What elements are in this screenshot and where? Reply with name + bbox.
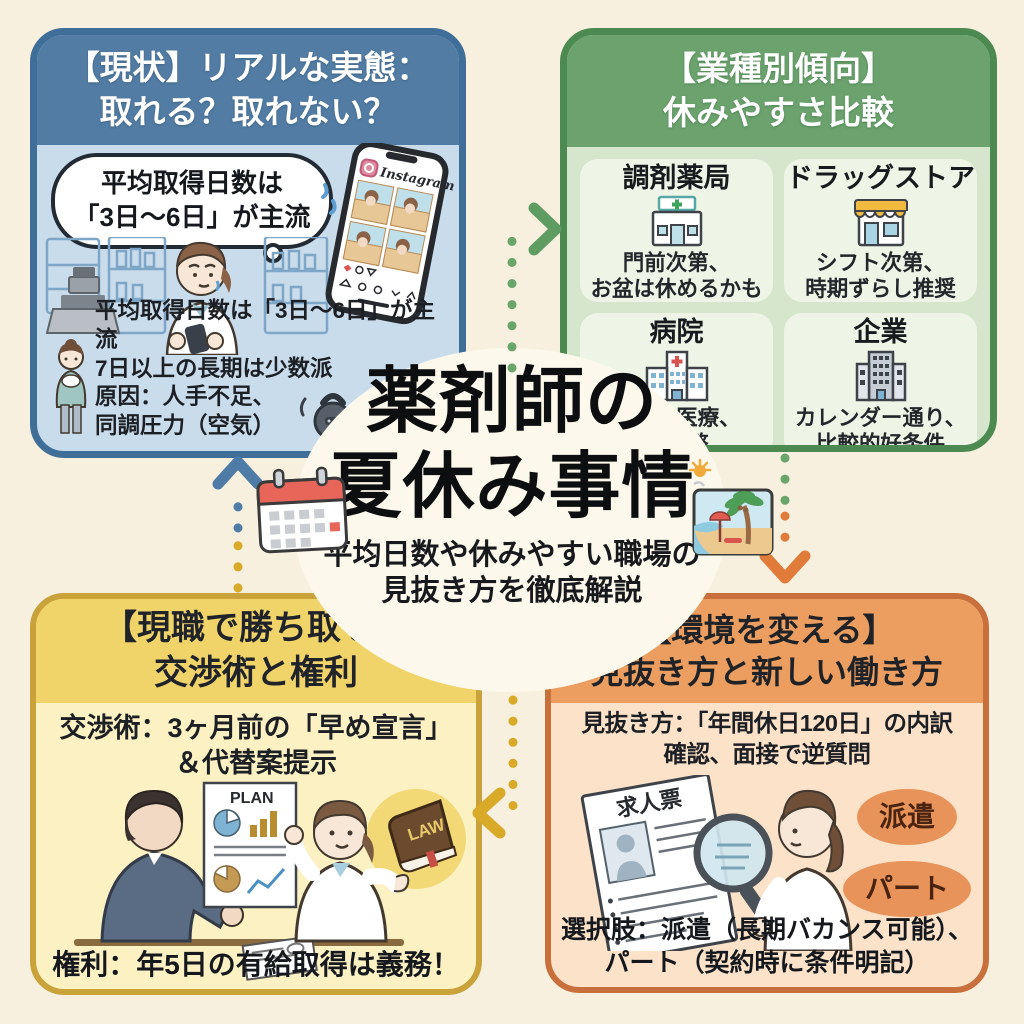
work-style-badges: 派遣 パート xyxy=(842,789,971,917)
header-line: 休みやすさ比較 xyxy=(663,94,894,131)
badge-haken: 派遣 xyxy=(856,789,957,845)
svg-text:PLAN: PLAN xyxy=(230,790,274,807)
header-line: 取れる？取れない？ xyxy=(99,93,397,130)
main-subtitle: 平均日数や休みやすい職場の 見抜き方を徹底解説 xyxy=(323,538,701,607)
pharmacist-examining-illustration xyxy=(751,789,853,951)
change-options-text: 選択肢：派遣（長期バカンス可能）、 パート（契約時に条件明記） xyxy=(560,916,973,977)
center-circle xyxy=(293,348,727,692)
center-title-block: 薬剤師の 夏休み事情 平均日数や休みやすい職場の 見抜き方を徹底解説 xyxy=(262,360,762,610)
bubble-line: 「3日〜6日」が主流 xyxy=(73,201,311,232)
arrow-to-industry xyxy=(507,202,562,373)
drugstore-icon xyxy=(853,199,908,247)
panel-industry-comparison: 【業種別傾向】 休みやすさ比較 調剤薬局 門前次第、 お盆は休めるかも xyxy=(560,28,997,452)
panel-change-body: 見抜き方：「年間休日120日」の内訳 確認、面接で逆質問 求人票 xyxy=(551,703,983,987)
industry-cell-company: 企業 カレンダー通り、 xyxy=(784,313,977,445)
header-line: 見抜き方と新しい働き方 xyxy=(590,654,943,690)
panel-current-status-body: 平均取得日数は 「3日〜6日」が主流 xyxy=(37,143,459,445)
negotiation-right-text: 権利：年5日の有給取得は義務！ xyxy=(52,949,460,980)
main-title: 薬剤師の 夏休み事情 xyxy=(329,362,695,527)
panel-industry-header: 【業種別傾向】 休みやすさ比較 xyxy=(567,35,990,147)
notes-text: 平均取得日数は「3日〜6日」が主流 7日以上の長期は少数派 原因：人手不足、 同… xyxy=(95,298,436,439)
panel-current-status-header: 【現状】リアルな実態： 取れる？取れない？ xyxy=(37,35,459,145)
speech-bubble: 平均取得日数は 「3日〜6日」が主流 xyxy=(51,153,333,263)
negotiation-scene-illustration: LAW xyxy=(74,781,466,981)
panel-negotiation-body: 交渉術：3ヶ月前の「早め宣言」 ＆代替案提示 LAW xyxy=(36,703,476,989)
smartphone-instagram-icon: Instagram xyxy=(321,143,455,325)
law-book-icon: LAW xyxy=(366,789,466,889)
industry-cell-drugstore: ドラッグストア シフト次第、 時期ずらし xyxy=(784,159,977,303)
arrow-to-negotiation xyxy=(472,695,518,839)
header-line: 交渉術と権利 xyxy=(154,654,358,692)
manager-illustration xyxy=(100,789,244,943)
arrow-to-current xyxy=(212,456,264,593)
office-icon xyxy=(855,350,906,401)
panel-industry-body: 調剤薬局 門前次第、 お盆は休めるかも ドラッグストア xyxy=(567,147,990,445)
panel-current-status: 【現状】リアルな実態： 取れる？取れない？ 平均取得日数は 「3日〜6日」が主流 xyxy=(30,28,466,458)
pharmacist-presenting-illustration xyxy=(284,799,410,943)
negotiation-tip: 交渉術：3ヶ月前の「早め宣言」 ＆代替案提示 xyxy=(59,713,453,779)
header-line: 【業種別傾向】 xyxy=(663,50,894,88)
small-pharmacist-icon xyxy=(55,339,87,434)
current-status-notes: 平均取得日数は「3日〜6日」が主流 7日以上の長期は少数派 原因：人手不足、 同… xyxy=(47,297,453,441)
job-posting-document: 求人票 xyxy=(580,775,739,951)
industry-cell-pharmacy: 調剤薬局 門前次第、 お盆は休めるかも xyxy=(580,159,773,303)
pharmacy-icon xyxy=(651,195,702,247)
plan-document-icon: PLAN xyxy=(202,781,298,909)
change-tip: 見抜き方：「年間休日120日」の内訳 確認、面接で逆質問 xyxy=(581,710,953,767)
beach-icon xyxy=(688,458,774,556)
header-line: 【現状】リアルな実態： xyxy=(66,49,430,87)
pharmacist-illustration xyxy=(165,241,239,355)
pharmacy-scene-illustration xyxy=(45,237,329,355)
badge-part: パート xyxy=(842,861,971,917)
cash-register-icon xyxy=(45,267,121,334)
calendar-icon xyxy=(256,466,349,554)
job-search-scene-illustration: 求人票 xyxy=(580,775,853,951)
bubble-line: 平均取得日数は xyxy=(100,168,283,198)
